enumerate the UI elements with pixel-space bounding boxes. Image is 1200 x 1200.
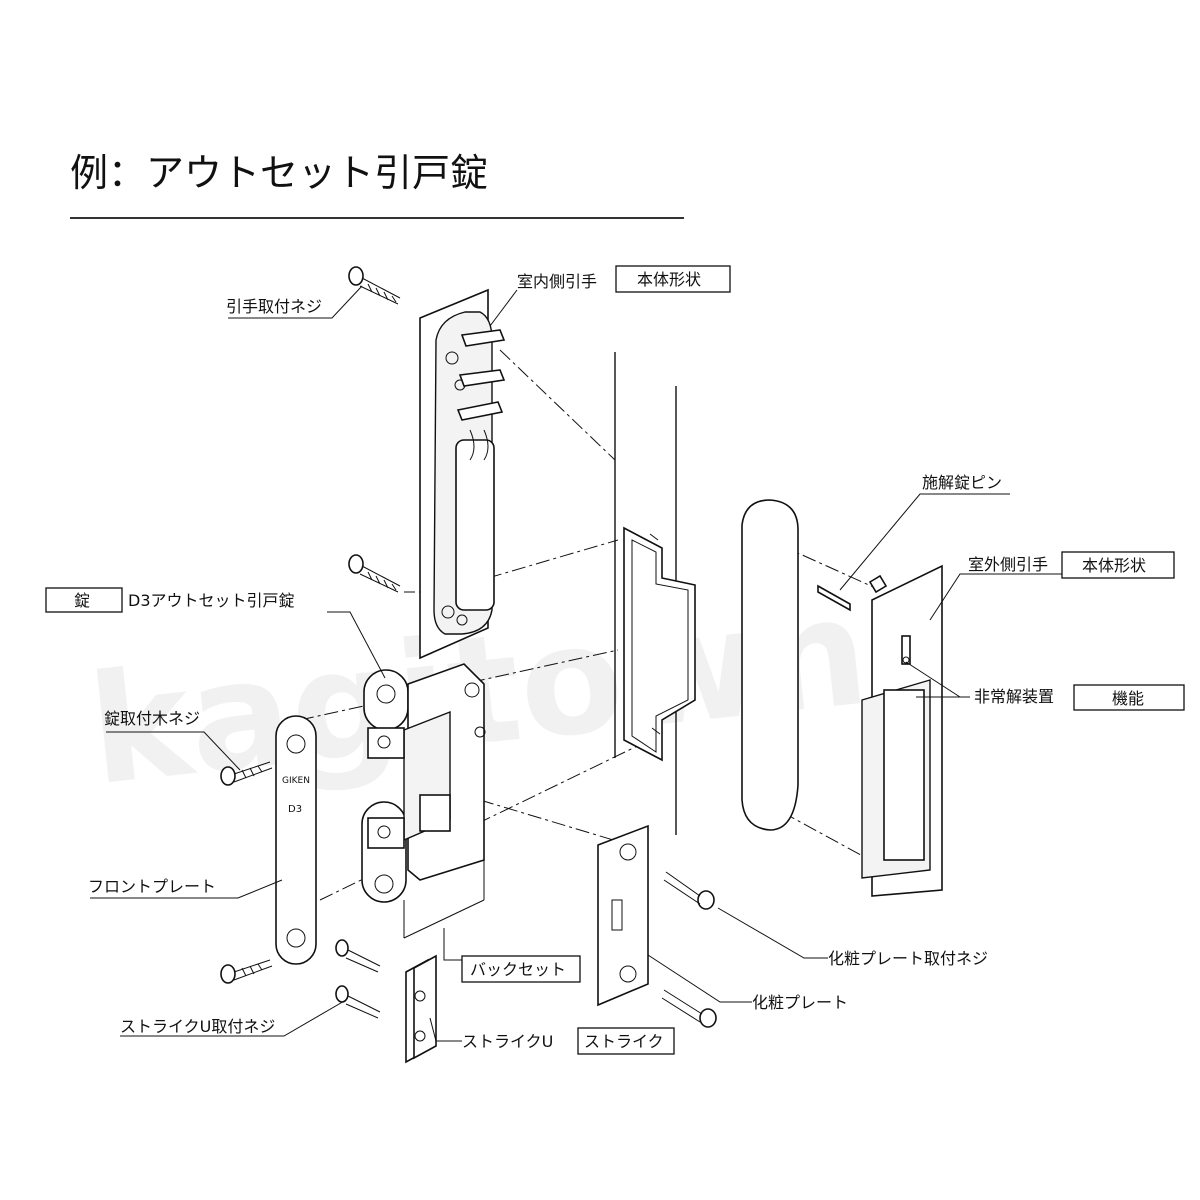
label-emergency-release: 非常解装置	[974, 687, 1054, 706]
strike-screw-bottom	[335, 985, 381, 1019]
label-indoor-handle: 室内側引手	[517, 272, 597, 291]
label-outdoor-handle-box: 本体形状	[1082, 556, 1146, 575]
cosmetic-plate-screw-bottom	[661, 989, 717, 1028]
label-emergency-release-box: 機能	[1112, 689, 1144, 708]
label-cosmetic-plate: 化粧プレート	[752, 993, 848, 1012]
label-hikite-screw: 引手取付ネジ	[226, 297, 322, 316]
backset-lines	[403, 860, 485, 939]
cosmetic-plate-screw-top	[663, 871, 715, 910]
backset-box	[461, 955, 581, 983]
page-title: 例：アウトセット引戸錠	[70, 151, 488, 195]
label-lock-box: 錠	[74, 591, 90, 610]
front-plate-part: GIKEN D3	[275, 715, 317, 965]
label-strike-box: ストライク	[584, 1032, 664, 1051]
lock-wood-screw-top	[220, 761, 273, 786]
label-lock-wood-screw: 錠取付木ネジ	[104, 709, 200, 728]
label-backset: バックセット	[470, 960, 566, 979]
outdoor-handle-box	[1061, 551, 1175, 579]
label-cosmetic-plate-screw: 化粧プレート取付ネジ	[828, 949, 988, 968]
indoor-handle-box	[615, 265, 731, 293]
label-lock-name: D3アウトセット引戸錠	[128, 591, 295, 610]
outdoor-handle-part	[741, 499, 943, 897]
lock-box	[45, 587, 123, 613]
strike-u-part	[405, 954, 437, 1064]
lock-body-part	[361, 663, 486, 903]
indoor-handle-part	[419, 288, 506, 660]
label-indoor-handle-box: 本体形状	[637, 270, 701, 289]
label-front-plate: フロントプレート	[88, 877, 216, 896]
recess-part	[623, 526, 696, 762]
plate-model-mark: D3	[288, 804, 302, 815]
handle-screw-top	[348, 266, 401, 305]
lock-wood-screw-bottom	[220, 959, 273, 984]
label-release-pin: 施解錠ピン	[922, 473, 1002, 492]
leader-lines	[90, 285, 1072, 1042]
label-strike-u-screw: ストライクU取付ネジ	[120, 1017, 275, 1036]
strike-screw-top	[335, 939, 381, 973]
strike-box	[577, 1027, 675, 1055]
emergency-release-box	[1073, 684, 1185, 711]
label-outdoor-handle: 室外側引手	[968, 555, 1048, 574]
plate-maker-mark: GIKEN	[282, 776, 310, 786]
label-strike-u: ストライクU	[462, 1032, 553, 1051]
handle-screw-bottom	[348, 554, 401, 593]
cosmetic-plate-part	[597, 824, 649, 1007]
